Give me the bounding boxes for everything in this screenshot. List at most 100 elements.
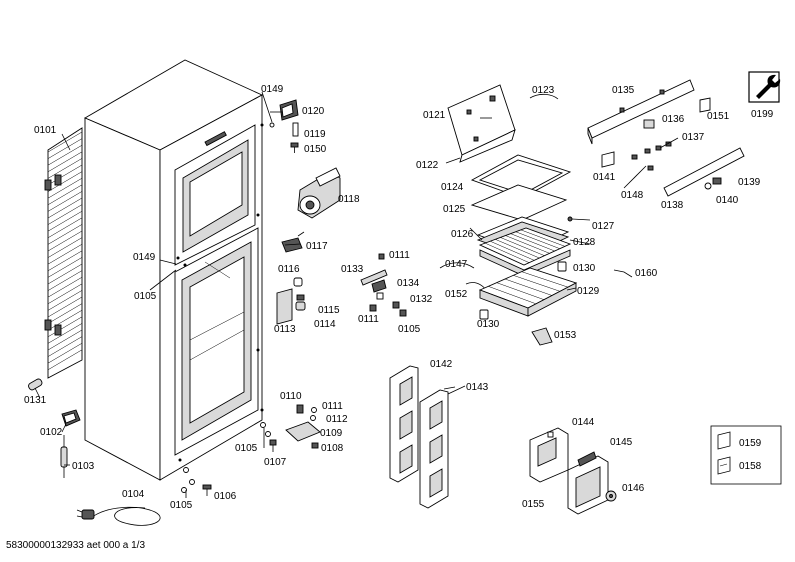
label-0199: 0199 xyxy=(751,109,774,120)
part-0106-screw[interactable] xyxy=(202,484,212,496)
label-0150: 0150 xyxy=(304,144,327,155)
label-0105-left: 0105 xyxy=(134,291,157,302)
label-0125: 0125 xyxy=(443,204,466,215)
label-0120: 0120 xyxy=(302,106,325,117)
part-0117-thermostat[interactable] xyxy=(281,231,305,253)
hinge-assembly[interactable] xyxy=(260,404,321,452)
part-0133-bracket[interactable] xyxy=(360,269,388,286)
part-0104-power-cord[interactable] xyxy=(76,506,161,526)
part-0125-shelf[interactable] xyxy=(470,184,568,221)
part-0114-0115-lamp-socket[interactable] xyxy=(295,294,306,311)
part-0134-hinge[interactable] xyxy=(371,279,387,300)
label-0159: 0159 xyxy=(739,438,762,449)
label-0102: 0102 xyxy=(40,427,63,438)
label-0101: 0101 xyxy=(34,125,57,136)
label-0141: 0141 xyxy=(593,172,616,183)
label-0122: 0122 xyxy=(416,160,439,171)
part-0119-pin[interactable] xyxy=(292,122,299,137)
label-0133: 0133 xyxy=(341,264,364,275)
label-0115: 0115 xyxy=(318,305,340,316)
label-0148: 0148 xyxy=(621,190,644,201)
part-0145-housing[interactable] xyxy=(567,451,609,515)
label-0111-hinge: 0111 xyxy=(322,401,343,412)
part-0111-0132-0105-screws[interactable] xyxy=(369,301,407,317)
label-0103: 0103 xyxy=(72,461,95,472)
label-0113: 0113 xyxy=(274,324,296,335)
part-0141-cover[interactable] xyxy=(601,151,615,168)
label-0146: 0146 xyxy=(622,483,645,494)
part-0135-control-housing[interactable] xyxy=(587,79,695,145)
label-0140: 0140 xyxy=(716,195,739,206)
label-0126: 0126 xyxy=(451,229,474,240)
label-0129: 0129 xyxy=(577,286,600,297)
label-0116: 0116 xyxy=(278,264,300,275)
document-footer: 58300000132933 aet 000 a 1/3 xyxy=(6,540,146,551)
label-0147: 0147 xyxy=(445,259,468,270)
label-0142: 0142 xyxy=(430,359,453,370)
label-0152: 0152 xyxy=(445,289,468,300)
label-0155: 0155 xyxy=(522,499,545,510)
part-0148-led-set[interactable] xyxy=(631,141,672,171)
part-0105-screws-bottom[interactable] xyxy=(181,467,195,493)
label-0158: 0158 xyxy=(739,461,762,472)
part-0153-handle[interactable] xyxy=(531,327,553,346)
part-0121-evaporator-cover[interactable] xyxy=(447,84,516,163)
part-labels: 0101 0131 0102 0103 0104 0105 0106 0105 … xyxy=(24,84,774,511)
label-0108: 0108 xyxy=(321,443,344,454)
label-0119: 0119 xyxy=(304,129,326,140)
part-0143-door-liner[interactable] xyxy=(419,389,449,509)
refrigerator-cabinet[interactable] xyxy=(83,59,264,481)
wrench-icon xyxy=(748,71,781,103)
part-0150-screw[interactable] xyxy=(290,142,299,153)
part-0113-plate[interactable] xyxy=(276,288,293,325)
label-0149-top: 0149 xyxy=(261,84,284,95)
label-0111-low: 0111 xyxy=(358,314,379,325)
part-0138-panel-strip[interactable] xyxy=(663,147,745,197)
part-0120-bracket[interactable] xyxy=(279,99,299,121)
part-0144-control-box[interactable] xyxy=(529,427,569,483)
part-0140-0139-knobs[interactable] xyxy=(704,177,722,190)
label-0107: 0107 xyxy=(264,457,287,468)
label-0114: 0114 xyxy=(314,319,336,330)
label-0105-hinge: 0105 xyxy=(235,443,258,454)
label-0105-mid: 0105 xyxy=(398,324,421,335)
part-0149-screw-top[interactable] xyxy=(269,122,275,128)
part-0131-plug[interactable] xyxy=(27,378,43,391)
label-0106: 0106 xyxy=(214,491,237,502)
part-0160-hook[interactable] xyxy=(613,269,633,278)
part-0102-connector[interactable] xyxy=(61,409,81,427)
label-0128: 0128 xyxy=(573,237,596,248)
label-0153: 0153 xyxy=(554,330,577,341)
part-0127-clip[interactable] xyxy=(567,216,573,222)
part-0147-tube[interactable] xyxy=(439,262,475,269)
part-0116-knob[interactable] xyxy=(293,277,303,287)
label-0117: 0117 xyxy=(306,241,328,252)
label-0149-mid: 0149 xyxy=(133,252,156,263)
part-0142-door-liner[interactable] xyxy=(389,365,419,483)
document-legend-box xyxy=(710,425,782,485)
part-0130-cap[interactable] xyxy=(479,261,567,320)
part-0129-crisper-tray[interactable] xyxy=(478,267,578,317)
label-0134: 0134 xyxy=(397,278,420,289)
part-0118-fan-motor[interactable] xyxy=(297,167,341,219)
part-0103-sensor[interactable] xyxy=(60,435,68,478)
part-0111-screw-mid[interactable] xyxy=(378,253,385,260)
label-0151: 0151 xyxy=(707,111,730,122)
label-0130-right: 0130 xyxy=(573,263,596,274)
part-0136-switch[interactable] xyxy=(643,119,655,129)
label-0112: 0112 xyxy=(326,414,348,425)
part-0151-tab[interactable] xyxy=(699,97,711,113)
label-0136: 0136 xyxy=(662,114,685,125)
label-0144: 0144 xyxy=(572,417,595,428)
part-0123-seal[interactable] xyxy=(529,93,559,100)
label-0135: 0135 xyxy=(612,85,635,96)
label-0123: 0123 xyxy=(532,85,555,96)
label-0109: 0109 xyxy=(320,428,343,439)
condenser-coil[interactable] xyxy=(44,127,83,379)
label-0145: 0145 xyxy=(610,437,633,448)
part-0146-knob[interactable] xyxy=(605,490,617,502)
label-0104: 0104 xyxy=(122,489,145,500)
label-0137: 0137 xyxy=(682,132,705,143)
label-0131: 0131 xyxy=(24,395,47,406)
